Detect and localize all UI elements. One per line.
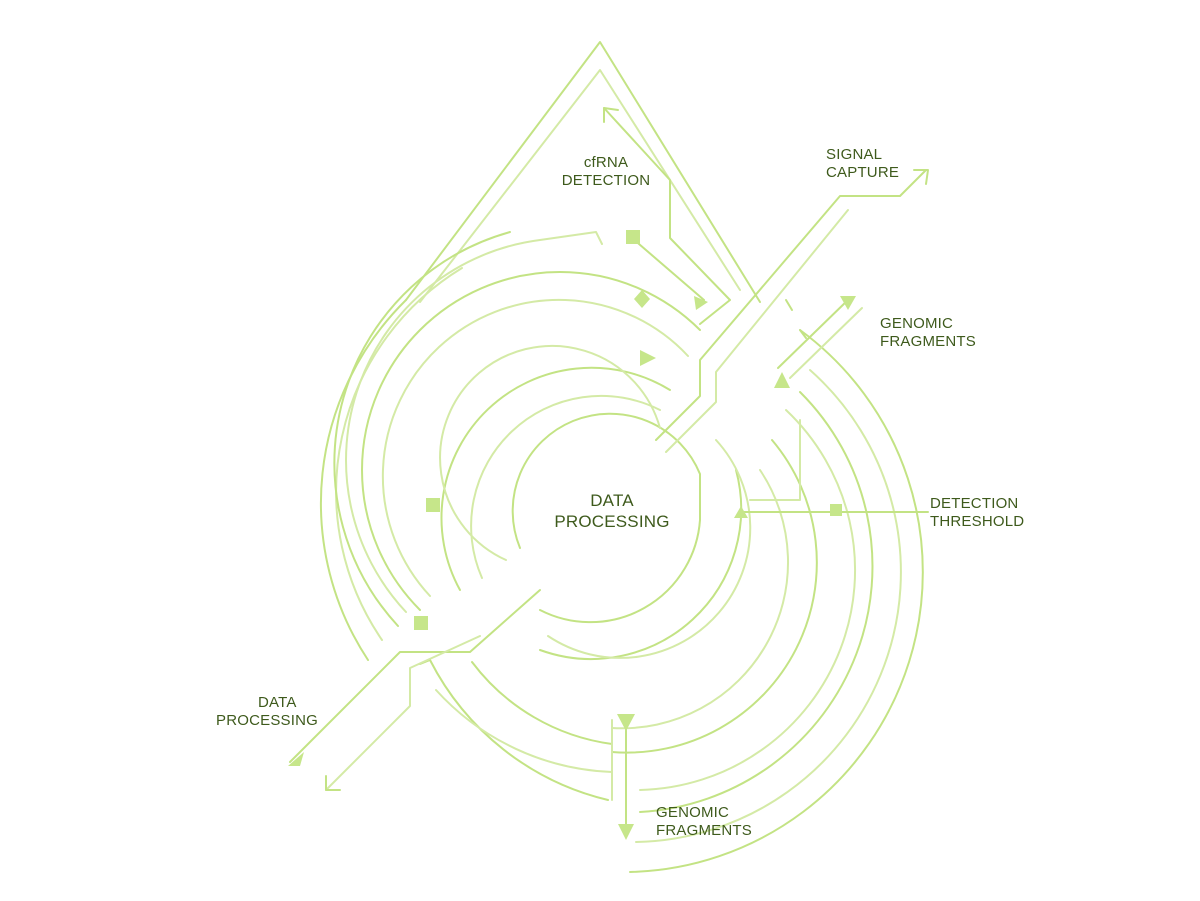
- arrow-signal-icon: [913, 169, 929, 185]
- ring-right-5: [611, 439, 818, 754]
- detection-threshold-label: DETECTION THRESHOLD: [930, 495, 1024, 531]
- channel-cfrna: [603, 107, 731, 325]
- loop-lower-1: [419, 659, 609, 801]
- genomic-fragments-bottom-label: GENOMIC FRAGMENTS: [656, 804, 752, 840]
- center-label: DATA PROCESSING: [552, 490, 672, 532]
- ring-mid-3: [440, 366, 671, 591]
- cfrna-detection-label: cfRNA DETECTION: [556, 154, 656, 190]
- drop-outline: [405, 41, 761, 303]
- cfrna-label-line1: cfRNA: [583, 154, 629, 171]
- channel-cfrna-2: [631, 237, 705, 301]
- ring-right-4: [639, 409, 857, 791]
- arrow-head-data-left: [288, 752, 304, 766]
- marker-triangle-up-2: [734, 506, 748, 518]
- arrow-data-left-icon: [325, 775, 341, 791]
- drop-outline-inner: [419, 69, 741, 303]
- genomic-bottom-line2: FRAGMENTS: [656, 822, 752, 839]
- loop-lower-3: [471, 661, 613, 745]
- threshold-line1: DETECTION: [930, 495, 1019, 512]
- ring-outer-2: [335, 267, 463, 641]
- channel-threshold-2: [749, 419, 801, 501]
- channel-data-left: [289, 589, 541, 763]
- marker-square-2: [426, 498, 440, 512]
- ring-right-1: [629, 329, 924, 873]
- arrow-head-inner: [640, 350, 656, 366]
- channel-genomic-right: [777, 297, 851, 369]
- marker-triangle-down: [617, 714, 635, 731]
- threshold-line2: THRESHOLD: [930, 513, 1025, 530]
- channel-signal: [655, 169, 927, 441]
- ring-right-2: [635, 369, 902, 843]
- ring-right-8: [547, 439, 752, 659]
- data-left-line2: PROCESSING: [216, 712, 319, 729]
- ring-mid-4: [470, 394, 661, 579]
- ring-outer-3: [333, 231, 511, 627]
- signal-capture-label: SIGNAL CAPTURE: [826, 146, 899, 182]
- arrow-head-genomic-right: [840, 296, 856, 310]
- loop-lower-2: [435, 689, 613, 773]
- genomic-bottom-line1: GENOMIC: [656, 804, 730, 821]
- data-processing-left-label: DATA PROCESSING: [216, 694, 319, 730]
- genomic-fragments-right-label: GENOMIC FRAGMENTS: [880, 315, 976, 351]
- marker-triangle-up-1: [774, 372, 790, 388]
- ring-outer-1: [319, 299, 407, 661]
- marker-square-4: [830, 504, 842, 516]
- channel-data-left-2: [325, 635, 481, 791]
- ring-inner-2: [439, 344, 661, 561]
- signal-label-line2: CAPTURE: [826, 164, 900, 181]
- arrow-cfrna-icon: [603, 107, 619, 123]
- ring-right-3: [639, 391, 874, 813]
- data-left-line1: DATA: [258, 694, 297, 711]
- genomic-right-line1: GENOMIC: [880, 315, 954, 332]
- cfrna-label-line2: DETECTION: [561, 172, 651, 189]
- center-label-line1: DATA: [590, 491, 634, 510]
- arrow-head-bottom: [618, 824, 634, 840]
- ring-mid-1: [361, 271, 701, 611]
- ring-right-6: [611, 469, 789, 730]
- signal-label-line1: SIGNAL: [826, 146, 883, 163]
- marker-square-3: [414, 616, 428, 630]
- channel-signal-2: [665, 209, 849, 453]
- marker-square-1: [626, 230, 640, 244]
- marker-diamond: [634, 290, 650, 308]
- center-label-line2: PROCESSING: [554, 512, 670, 531]
- genomic-right-line2: FRAGMENTS: [880, 333, 976, 350]
- arrow-head-cfrna-end: [694, 296, 708, 310]
- ring-outer-4: [345, 231, 603, 613]
- ring-mid-2: [381, 298, 689, 597]
- channel-genomic-right-2: [789, 307, 863, 379]
